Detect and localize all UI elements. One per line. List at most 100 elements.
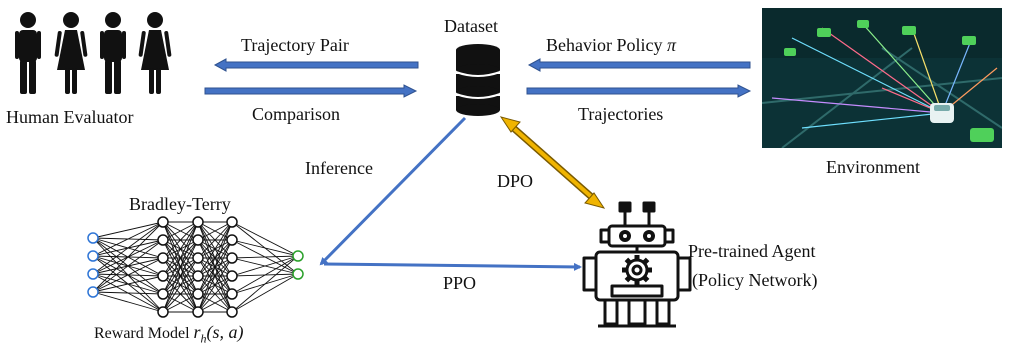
nn-edge [197, 221, 233, 241]
gear-tooth [646, 267, 652, 273]
gear-icon [622, 255, 652, 285]
dpo-arrow [499, 116, 606, 209]
nn-node [226, 234, 238, 246]
ppo-label: PPO [443, 273, 477, 293]
nn-edge [231, 255, 299, 259]
nn-edge [162, 221, 199, 277]
nn-node [87, 268, 99, 280]
nn-node [192, 306, 204, 318]
gear-tooth [641, 257, 650, 266]
nn-edge [92, 257, 164, 293]
nn-edge [231, 239, 299, 257]
reward-model-label: Reward Model rh(s, a) [94, 322, 244, 349]
gear-tooth [641, 274, 650, 283]
behavior-policy-text: Behavior Policy [546, 35, 663, 55]
environment-image [762, 8, 1002, 148]
nn-node [157, 306, 169, 318]
nn-edge [162, 221, 199, 241]
nn-node [157, 234, 169, 246]
nn-edge [92, 221, 164, 293]
trajectory-pair-label: Trajectory Pair [241, 35, 349, 55]
nn-node [292, 250, 304, 262]
person-icon [54, 12, 88, 94]
nn-node [87, 286, 99, 298]
reward-model-r: r [193, 322, 201, 342]
nn-edge [197, 221, 233, 313]
nn-node [226, 216, 238, 228]
bradley-terry-label: Bradley-Terry [129, 194, 231, 214]
nn-node [226, 252, 238, 264]
nn-node [192, 252, 204, 264]
trajectory-pair-arrow [213, 58, 419, 72]
trajectories-arrow [526, 84, 752, 98]
nn-edge [92, 291, 164, 295]
nn-edge [197, 239, 233, 313]
nn-edge [197, 275, 233, 313]
person-icon [100, 12, 126, 94]
behavior-policy-arrow [527, 58, 751, 72]
nn-node [157, 252, 169, 264]
nn-node [226, 288, 238, 300]
gear-tooth [624, 274, 633, 283]
nn-edge [162, 221, 199, 259]
nn-edge [92, 291, 164, 313]
person-icon [15, 12, 41, 94]
nn-node [192, 234, 204, 246]
nn-node [157, 216, 169, 228]
inference-arrow [319, 116, 467, 266]
ppo-arrow [323, 262, 582, 271]
nn-edge [92, 275, 164, 293]
nn-edge [162, 239, 199, 313]
gear-tooth [634, 255, 640, 261]
human-evaluator-label: Human Evaluator [6, 107, 134, 127]
nn-edge [162, 275, 199, 313]
nn-edge [197, 293, 233, 313]
behavior-policy-label: Behavior Policy π [546, 35, 676, 55]
nn-edge [197, 257, 233, 313]
comparison-label: Comparison [252, 104, 340, 124]
reward-model-args: (s, a) [206, 322, 244, 342]
nn-edge [92, 221, 164, 239]
nn-edge [92, 221, 164, 257]
nn-edge [197, 221, 233, 277]
nn-edge [162, 257, 199, 313]
behavior-policy-symbol: π [666, 35, 677, 55]
nn-edge [231, 255, 299, 295]
nn-node [87, 250, 99, 262]
agent-label-line2: (Policy Network) [692, 270, 818, 290]
nn-node [157, 270, 169, 282]
gear-tooth [624, 257, 633, 266]
agent-label-line1: Pre-trained Agent [688, 241, 816, 261]
trajectories-label: Trajectories [578, 104, 664, 124]
nn-node [226, 306, 238, 318]
nn-node [192, 216, 204, 228]
nn-node [192, 288, 204, 300]
reward-model-text: Reward Model [94, 325, 190, 342]
nn-node [157, 288, 169, 300]
dataset-label: Dataset [444, 16, 498, 36]
reward-model-symbol: rh(s, a) [193, 322, 244, 346]
gear-tooth [634, 279, 640, 285]
nn-edge [162, 221, 199, 295]
nn-node [192, 270, 204, 282]
nn-node [226, 270, 238, 282]
gear-tooth [622, 267, 628, 273]
nn-node [87, 232, 99, 244]
inference-label: Inference [305, 158, 373, 178]
nn-edge [162, 293, 199, 313]
comparison-arrow [204, 84, 418, 98]
nn-edge [231, 273, 299, 313]
nn-edge [231, 255, 299, 313]
dpo-label: DPO [497, 171, 534, 191]
environment-label: Environment [826, 157, 920, 177]
nn-edge [231, 255, 299, 277]
nn-node [292, 268, 304, 280]
nn-edge [197, 221, 233, 259]
nn-edge [162, 221, 199, 313]
nn-edge [92, 221, 164, 275]
